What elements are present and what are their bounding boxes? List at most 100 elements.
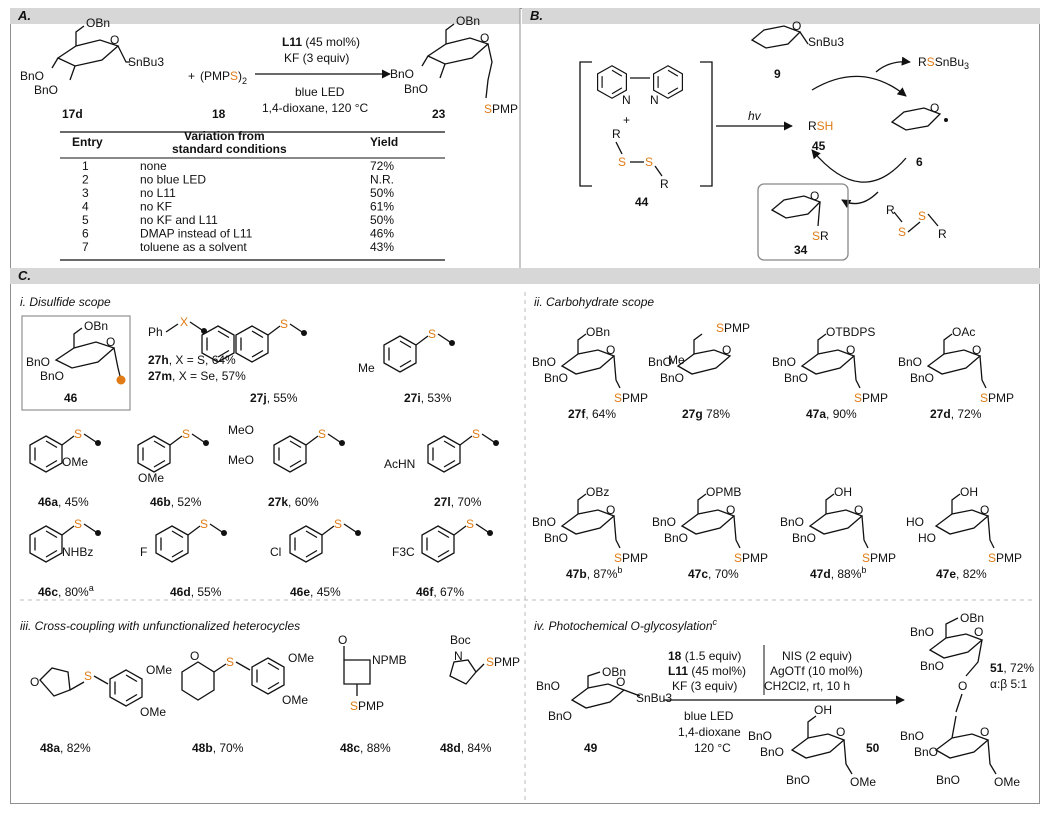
label-9: 9 — [774, 67, 781, 81]
ring-o: O — [110, 33, 119, 47]
cell-yield: 72% — [370, 159, 394, 173]
cell-yield: 50% — [370, 186, 394, 200]
svg-text:R: R — [938, 227, 947, 241]
aryl-thioether: SMe — [358, 327, 455, 375]
step2-line1: NIS (2 equiv) — [782, 649, 852, 663]
cell-variation: no blue LED — [140, 173, 206, 187]
label-50: 50 — [866, 741, 880, 755]
svg-text:O: O — [980, 725, 989, 739]
conditions-table: Entry Variation from standard conditions… — [60, 129, 445, 261]
aryl-thioether: SF — [140, 517, 227, 563]
label-27l: 27l, 70% — [434, 495, 482, 509]
svg-text:OMe: OMe — [146, 663, 172, 677]
cell-yield: N.R. — [370, 173, 394, 187]
cond-solvent: 1,4-dioxane, 120 °C — [262, 101, 369, 115]
svg-text:O: O — [30, 675, 39, 689]
svg-text:Boc: Boc — [450, 633, 471, 647]
svg-text:BnO: BnO — [910, 371, 934, 385]
label-47b: 47b, 87%b — [566, 565, 622, 581]
svg-text:O: O — [606, 503, 615, 517]
svg-text:S: S — [226, 655, 234, 669]
svg-text:OMe: OMe — [282, 693, 308, 707]
th-yield: Yield — [370, 135, 398, 149]
svg-text:S: S — [645, 155, 653, 169]
svg-text:SPMP: SPMP — [614, 391, 648, 405]
cell-yield: 61% — [370, 200, 394, 214]
cycle-arrow-top — [811, 75, 907, 97]
svg-text:Me: Me — [358, 361, 375, 375]
label-18: 18 — [212, 107, 226, 121]
svg-text:BnO: BnO — [40, 369, 64, 383]
heterocycle-48b-structure: O S OMe OMe — [181, 649, 314, 707]
disulfide-reagent-b: R S S R — [886, 203, 947, 241]
svg-text:SPMP: SPMP — [862, 551, 896, 565]
step1-below3: 120 °C — [694, 741, 731, 755]
svg-text:MeO: MeO — [228, 453, 254, 467]
svg-text:MeO: MeO — [228, 423, 254, 437]
product-23-structure: OBn BnO BnO O SPMP — [390, 14, 518, 116]
th-variation-1: Variation from — [184, 129, 265, 143]
svg-text:SPMP: SPMP — [350, 699, 384, 713]
cell-entry: 3 — [82, 186, 89, 200]
label-46b: 46b, 52% — [150, 495, 202, 509]
svg-text:O: O — [972, 343, 981, 357]
svg-text:O: O — [836, 725, 845, 739]
prod-bno1: BnO — [390, 67, 414, 81]
scaffold-46-box — [21, 315, 131, 411]
plus-a: + — [188, 69, 195, 83]
label-46c: 46c, 80%a — [38, 583, 94, 599]
svg-text:BnO: BnO — [548, 709, 572, 723]
heterocycle-48a-structure: O S OMe OMe — [30, 663, 172, 719]
svg-text:BnO: BnO — [536, 679, 560, 693]
svg-text:BnO: BnO — [910, 625, 934, 639]
bracket-left — [579, 61, 592, 187]
svg-text:O: O — [190, 649, 199, 663]
svg-text:S: S — [318, 427, 326, 441]
acceptor-50-structure: OH BnO BnO BnO O OMe — [748, 703, 876, 789]
cell-variation: DMAP instead of L11 — [140, 227, 253, 241]
sub-bno2: BnO — [34, 83, 58, 97]
section-ii-title: ii. Carbohydrate scope — [534, 295, 654, 309]
plus-b: + — [623, 113, 630, 127]
svg-text:Ph: Ph — [148, 325, 163, 339]
cell-entry: 7 — [82, 240, 89, 254]
label-46: 46 — [64, 391, 78, 405]
svg-text:OPMB: OPMB — [706, 485, 741, 499]
cell-entry: 5 — [82, 213, 89, 227]
panel-a-title: A. — [18, 8, 31, 23]
svg-text:SnBu3: SnBu3 — [636, 691, 672, 705]
label-47a: 47a, 90% — [806, 407, 857, 421]
step2-line3: CH2Cl2, rt, 10 h — [764, 679, 850, 693]
cond-blue-led: blue LED — [295, 85, 345, 99]
svg-text:N: N — [622, 93, 631, 107]
svg-text:OMe: OMe — [138, 471, 164, 485]
label-48b: 48b, 70% — [192, 741, 244, 755]
svg-text:OBz: OBz — [586, 485, 609, 499]
cond-l11: L11 (45 mol%) — [282, 35, 360, 49]
section-iv-title: iv. Photochemical O-glycosylationc — [534, 617, 718, 633]
sr-34: SR — [812, 229, 829, 243]
label-48a: 48a, 82% — [40, 741, 91, 755]
svg-text:NHBz: NHBz — [62, 545, 93, 559]
label-17d: 17d — [62, 107, 83, 121]
svg-text:S: S — [74, 517, 82, 531]
cell-entry: 1 — [82, 159, 89, 173]
substrate-17d-structure: OBn BnO BnO SnBu3 O — [20, 16, 164, 97]
svg-text:S: S — [280, 317, 288, 331]
step1-line3: KF (3 equiv) — [672, 679, 737, 693]
cell-variation: no KF — [140, 200, 172, 214]
cell-variation: toluene as a solvent — [140, 240, 247, 254]
label-47c: 47c, 70% — [688, 567, 739, 581]
